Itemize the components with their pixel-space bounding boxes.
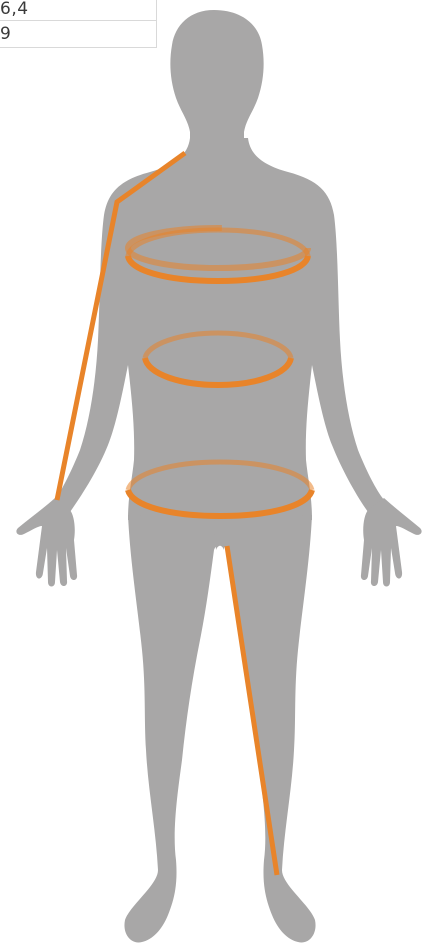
right-leg-shape xyxy=(214,515,316,943)
table-cell: 9 xyxy=(0,21,157,48)
neck-shape xyxy=(192,120,242,165)
left-leg-shape xyxy=(124,515,226,943)
left-hand-shape xyxy=(16,498,77,587)
table-cell: 6,4 xyxy=(0,0,157,21)
table-row: 6,4 xyxy=(0,0,157,21)
table-row: 9 xyxy=(0,21,157,48)
body-silhouette xyxy=(16,10,421,943)
size-table: 6,4 9 xyxy=(0,0,157,48)
right-hand-shape xyxy=(361,498,422,587)
